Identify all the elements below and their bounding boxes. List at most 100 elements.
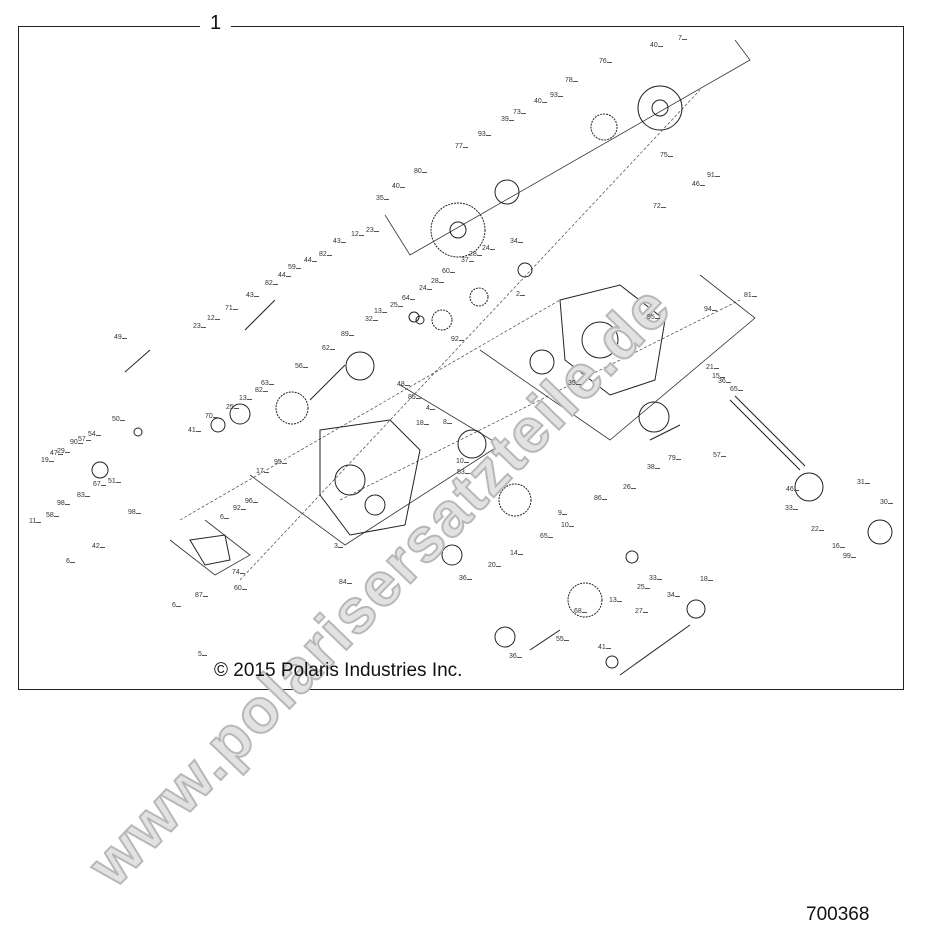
callout-label: 13 (239, 395, 252, 402)
callout-label: 15 (712, 373, 725, 380)
callout-label: 49 (114, 334, 127, 341)
diagram-part-number: 700368 (806, 904, 870, 925)
callout-label: 11 (29, 518, 42, 525)
callout-label: 57 (78, 436, 91, 443)
callout-label: 71 (225, 305, 238, 312)
callout-label: 83 (77, 492, 90, 499)
callout-label: 14 (510, 550, 523, 557)
callout-label: 84 (339, 579, 352, 586)
callout-label: 68 (574, 608, 587, 615)
callout-label: 5 (198, 651, 207, 658)
callout-label: 85 (408, 394, 421, 401)
callout-label: 53 (457, 469, 470, 476)
callout-label: 80 (414, 168, 427, 175)
callout-label: 82 (265, 280, 278, 287)
callout-label: 93 (550, 92, 563, 99)
callout-label: 34 (510, 238, 523, 245)
callout-label: 12 (207, 315, 220, 322)
callout-label: 36 (509, 653, 522, 660)
callout-label: 67 (93, 481, 106, 488)
callout-label: 25 (390, 302, 403, 309)
callout-label: 98 (57, 500, 70, 507)
callout-label: 19 (41, 457, 54, 464)
shafts (124, 299, 806, 676)
callout-label: 54 (88, 431, 101, 438)
callout-label: 10 (561, 522, 574, 529)
callout-label: 37 (461, 257, 474, 264)
callout-label: 23 (193, 323, 206, 330)
callout-label: 75 (660, 152, 673, 159)
callout-label: 40 (534, 98, 547, 105)
callout-label: 57 (713, 452, 726, 459)
copyright-notice: © 2015 Polaris Industries Inc. (214, 660, 463, 681)
callout-label: 16 (832, 543, 845, 550)
callout-label: 72 (653, 203, 666, 210)
cover-gear (637, 85, 683, 131)
callout-label: 4 (426, 405, 435, 412)
callout-label: 36 (459, 575, 472, 582)
callout-label: 86 (594, 495, 607, 502)
callout-label: 26 (623, 484, 636, 491)
callout-label: 48 (397, 381, 410, 388)
callout-label: 35 (568, 380, 581, 387)
callout-label: 93 (478, 131, 491, 138)
callout-label: 13 (374, 308, 387, 315)
callout-label: 87 (195, 592, 208, 599)
callout-label: 38 (647, 464, 660, 471)
callout-label: 10 (456, 458, 469, 465)
callout-label: 82 (255, 387, 268, 394)
callout-label: 25 (637, 584, 650, 591)
callout-label: 44 (304, 257, 317, 264)
callout-label: 90 (70, 439, 83, 446)
callout-label: 81 (744, 292, 757, 299)
callout-label: 2 (516, 291, 525, 298)
callout-label: 35 (376, 195, 389, 202)
callout-label: 23 (366, 227, 379, 234)
callout-label: 46 (692, 181, 705, 188)
callout-label: 17 (256, 468, 269, 475)
callout-label: 34 (667, 592, 680, 599)
large-gear (430, 202, 486, 258)
callout-label: 47 (50, 450, 63, 457)
callout-label: 33 (785, 505, 798, 512)
callout-label: 40 (650, 42, 663, 49)
callout-label: 65 (730, 386, 743, 393)
callout-label: 41 (598, 644, 611, 651)
callout-label: 30 (880, 499, 893, 506)
callout-label: 59 (288, 264, 301, 271)
callout-label: 95 (647, 314, 660, 321)
callout-label: 8 (443, 419, 452, 426)
callout-label: 96 (245, 498, 258, 505)
housings (189, 284, 666, 566)
callout-label: 51 (108, 478, 121, 485)
cover-plate (189, 534, 231, 566)
callout-label: 65 (540, 533, 553, 540)
diagram-frame (18, 26, 904, 690)
callout-label: 18 (416, 420, 429, 427)
callout-label: 91 (707, 172, 720, 179)
gear-parts (91, 85, 893, 669)
callout-label: 7 (678, 35, 687, 42)
callout-label: 28 (431, 278, 444, 285)
callout-label: 89 (341, 331, 354, 338)
callout-label: 46 (786, 486, 799, 493)
callout-label: 41 (188, 427, 201, 434)
callout-label: 12 (351, 231, 364, 238)
callout-label: 77 (455, 143, 468, 150)
callout-label: 13 (609, 597, 622, 604)
callout-label: 60 (234, 585, 247, 592)
callout-label: 79 (668, 455, 681, 462)
callout-label: 25 (226, 404, 239, 411)
callout-label: 70 (205, 413, 218, 420)
subassembly-brackets (169, 39, 756, 576)
callout-label: 28 (469, 251, 482, 258)
callout-label: 22 (811, 526, 824, 533)
callout-label: 98 (128, 509, 141, 516)
callout-label: 29 (57, 448, 70, 455)
callout-label: 55 (556, 636, 569, 643)
callout-label: 92 (233, 505, 246, 512)
callout-label: 95 (274, 459, 287, 466)
callout-label: 9 (558, 510, 567, 517)
callout-label: 20 (488, 562, 501, 569)
